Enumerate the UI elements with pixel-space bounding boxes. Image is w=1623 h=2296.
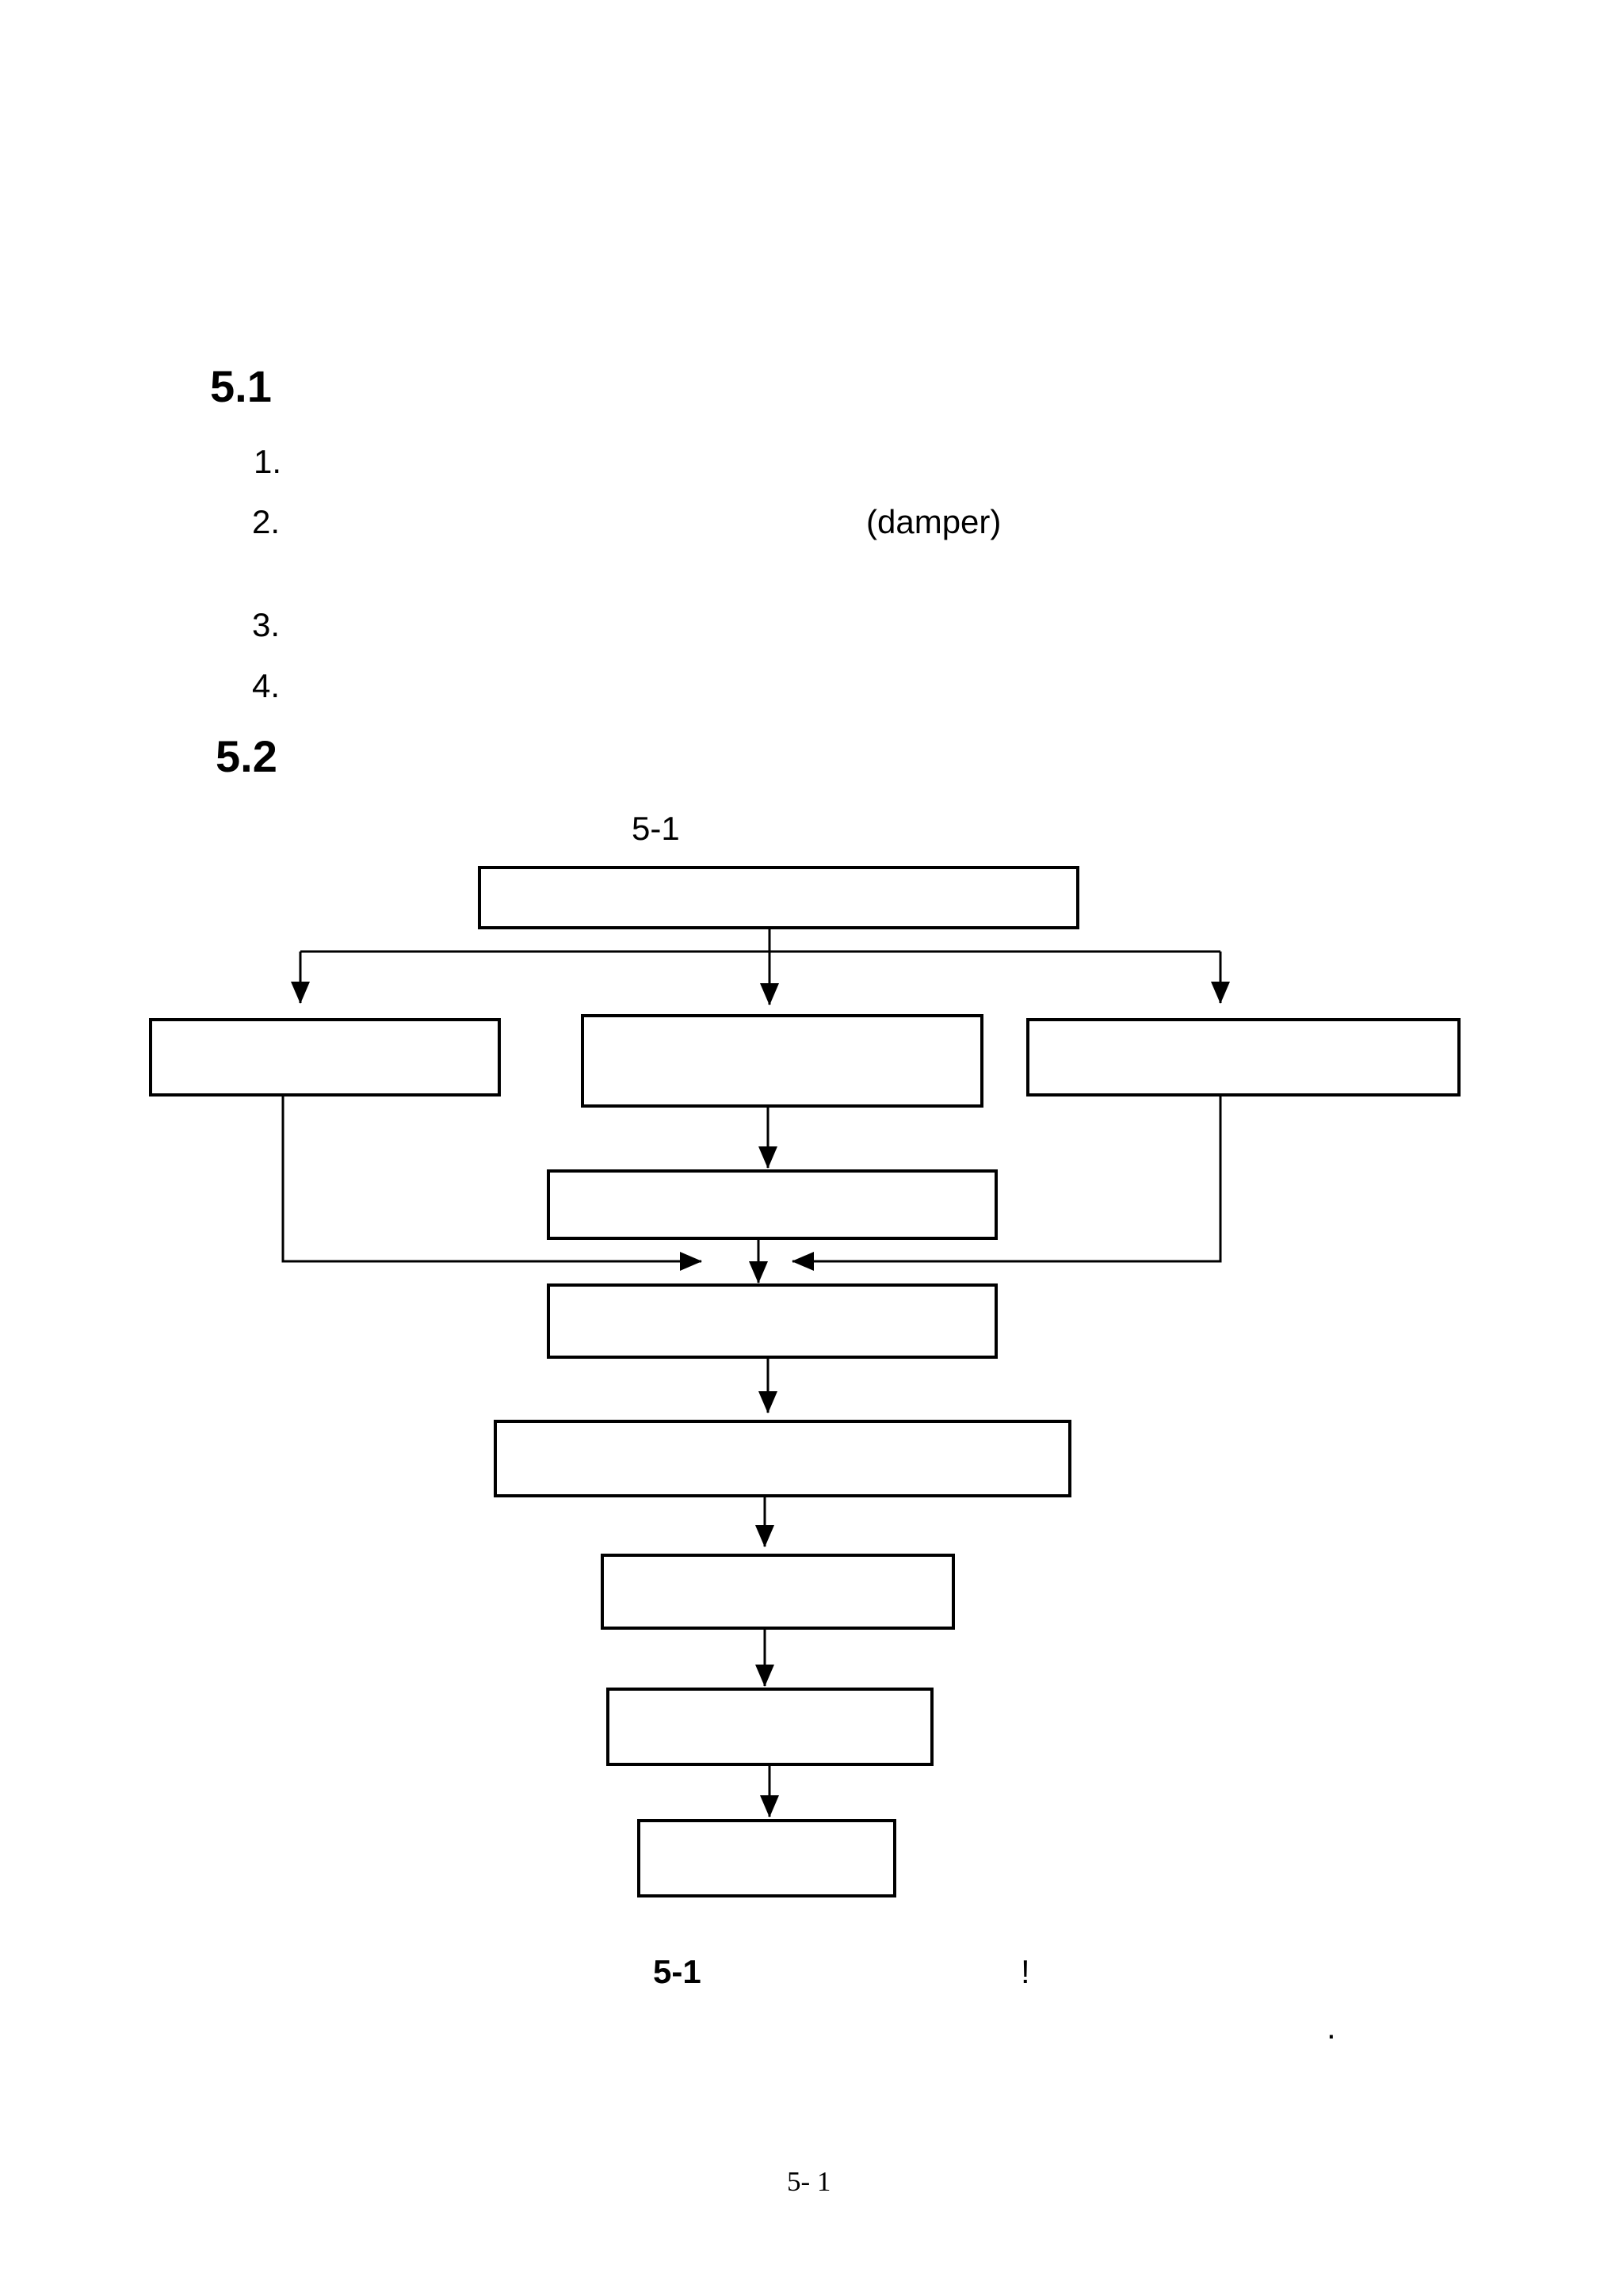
list-item-2-marker: 2.: [252, 503, 281, 540]
list-item-1-marker: 1.: [254, 443, 282, 480]
flow-box-branch-left: [149, 1018, 501, 1097]
flow-box-step-6: [601, 1554, 955, 1630]
list-item-3-marker: 3.: [252, 606, 281, 643]
list-item-4-marker: 4.: [252, 667, 281, 704]
flow-box-final-step: [637, 1819, 896, 1897]
flow-box-wide-step: [494, 1420, 1071, 1497]
figure-caption-exclamation: !: [1021, 1953, 1030, 1990]
figure-caption-number: 5-1: [653, 1953, 701, 1990]
flow-box-branch-center: [581, 1014, 983, 1108]
connector-right-merge: [792, 1095, 1222, 1271]
connector-left-merge: [281, 1095, 702, 1271]
section-heading-5-1: 5.1: [210, 361, 272, 411]
stray-period: .: [1327, 2008, 1336, 2046]
figure-top-label: 5-1: [632, 810, 680, 847]
flow-box-branch-right: [1026, 1018, 1461, 1097]
flow-box-merge-step: [547, 1283, 998, 1359]
flow-box-center-step: [547, 1169, 998, 1240]
footer-page-number: 5- 1: [787, 2166, 831, 2197]
list-item-2-damper-note: (damper): [866, 503, 1002, 540]
section-heading-5-2: 5.2: [216, 731, 277, 781]
flow-box-step-7: [606, 1688, 934, 1766]
flow-box-top: [478, 866, 1079, 929]
